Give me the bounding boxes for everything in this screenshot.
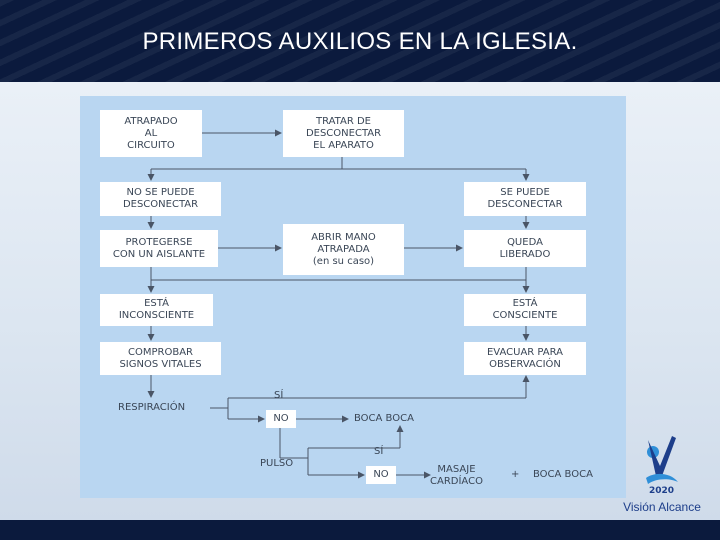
box-queda-liberado: QUEDA LIBERADO [464, 230, 586, 267]
logo-figure [648, 436, 676, 476]
logo-swoosh [646, 473, 678, 484]
label-pulso: PULSO [260, 458, 294, 469]
label-boca-boca-final: BOCA BOCA [533, 469, 593, 480]
logo-name: Visión Alcance [623, 500, 701, 514]
label-respiracion: RESPIRACIÓN [118, 402, 186, 413]
vision-alcance-logo [646, 436, 678, 484]
label-boca-boca: BOCA BOCA [354, 413, 414, 424]
slide-title: PRIMEROS AUXILIOS EN LA IGLESIA. [142, 28, 578, 55]
box-no-respiracion: NO [266, 410, 296, 428]
label-masaje-cardiaco: MASAJE CARDÍACO [430, 464, 483, 487]
label-si-pulso: SÍ [374, 446, 384, 457]
flowchart-connectors [147, 129, 530, 479]
box-protegerse-aislante: PROTEGERSE CON UN AISLANTE [100, 230, 218, 267]
box-esta-consciente: ESTÁ CONSCIENTE [464, 294, 586, 326]
box-comprobar-signos-vitales: COMPROBAR SIGNOS VITALES [100, 342, 221, 375]
box-atrapado-al-circuito: ATRAPADO AL CIRCUITO [100, 110, 202, 157]
box-tratar-de-desconectar: TRATAR DE DESCONECTAR EL APARATO [283, 110, 404, 157]
box-esta-inconsciente: ESTÁ INCONSCIENTE [100, 294, 213, 326]
box-no-pulso: NO [366, 466, 396, 484]
label-si-respiracion: SÍ [274, 390, 284, 401]
box-evacuar-observacion: EVACUAR PARA OBSERVACIÓN [464, 342, 586, 375]
first-aid-flowchart: ATRAPADO AL CIRCUITO TRATAR DE DESCONECT… [80, 96, 626, 498]
label-plus: + [511, 469, 520, 480]
footer-band [0, 520, 720, 540]
box-no-se-puede-desconectar: NO SE PUEDE DESCONECTAR [100, 182, 221, 216]
header-band [0, 0, 720, 82]
box-abrir-mano-atrapada: ABRIR MANO ATRAPADA (en su caso) [283, 224, 404, 275]
box-se-puede-desconectar: SE PUEDE DESCONECTAR [464, 182, 586, 216]
logo-year: 2020 [649, 486, 675, 496]
